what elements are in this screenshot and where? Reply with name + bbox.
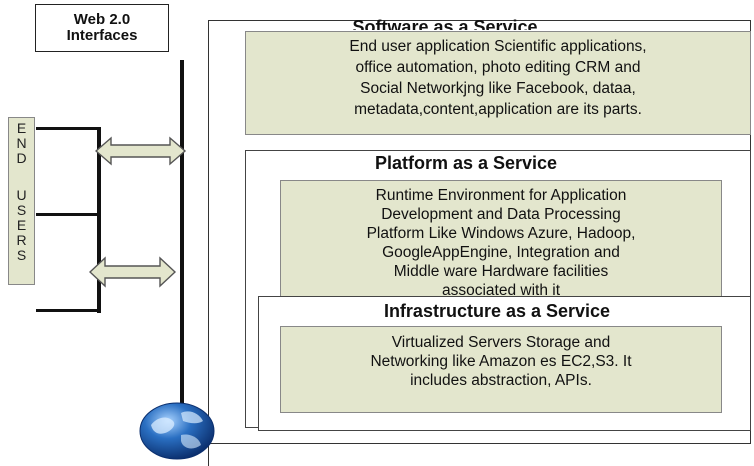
saas-text-line: metadata,content,application are its par… bbox=[354, 101, 642, 118]
paas-text-line: associated with it bbox=[441, 282, 561, 298]
web-interfaces-box: Web 2.0 Interfaces bbox=[35, 4, 169, 52]
end-users-letter: E bbox=[16, 120, 27, 136]
saas-box: End user application Scientific applicat… bbox=[245, 31, 751, 135]
iaas-text-line: Virtualized Servers Storage and bbox=[391, 334, 611, 351]
saas-title: Software as a Service bbox=[352, 18, 538, 30]
double-arrow-icon bbox=[89, 256, 177, 288]
iaas-title: Infrastructure as a Service bbox=[383, 301, 611, 321]
paas-box: Runtime Environment for Application Deve… bbox=[280, 180, 722, 298]
paas-text-line: GoogleAppEngine, Integration and bbox=[382, 244, 620, 261]
iaas-text-line: Networking like Amazon es EC2,S3. It bbox=[370, 353, 632, 370]
end-users-letter: U bbox=[16, 187, 27, 203]
web-bus-line bbox=[180, 60, 184, 405]
web-interfaces-line2: Interfaces bbox=[66, 27, 138, 44]
iaas-box: Virtualized Servers Storage and Networki… bbox=[280, 326, 722, 413]
end-users-box: E N D U S E R S bbox=[8, 117, 35, 285]
globe-icon bbox=[139, 402, 215, 460]
end-users-letter: S bbox=[16, 247, 27, 263]
end-users-letter: E bbox=[16, 217, 27, 233]
end-users-letter: R bbox=[16, 232, 27, 248]
web-interfaces-line1: Web 2.0 bbox=[73, 11, 131, 28]
end-users-letter: S bbox=[16, 202, 27, 218]
connector-line bbox=[36, 127, 98, 130]
users-bus-line bbox=[97, 127, 101, 313]
saas-text-line: End user application Scientific applicat… bbox=[349, 38, 647, 55]
paas-text-line: Platform Like Windows Azure, Hadoop, bbox=[366, 225, 636, 242]
connector-line bbox=[36, 309, 101, 312]
iaas-text-line: includes abstraction, APIs. bbox=[410, 372, 592, 389]
paas-title: Platform as a Service bbox=[374, 153, 558, 173]
paas-text-line: Runtime Environment for Application bbox=[375, 187, 627, 204]
paas-text-line: Development and Data Processing bbox=[381, 206, 621, 223]
end-users-letter: N bbox=[16, 135, 27, 151]
frame-edge-line bbox=[208, 442, 209, 466]
paas-text-line: Middle ware Hardware facilities bbox=[393, 263, 609, 280]
connector-line bbox=[36, 213, 98, 216]
saas-text-line: Social Networkjng like Facebook, dataa, bbox=[360, 80, 636, 97]
saas-text-line: office automation, photo editing CRM and bbox=[355, 59, 641, 76]
double-arrow-icon bbox=[95, 136, 187, 166]
end-users-letter: D bbox=[16, 150, 27, 166]
